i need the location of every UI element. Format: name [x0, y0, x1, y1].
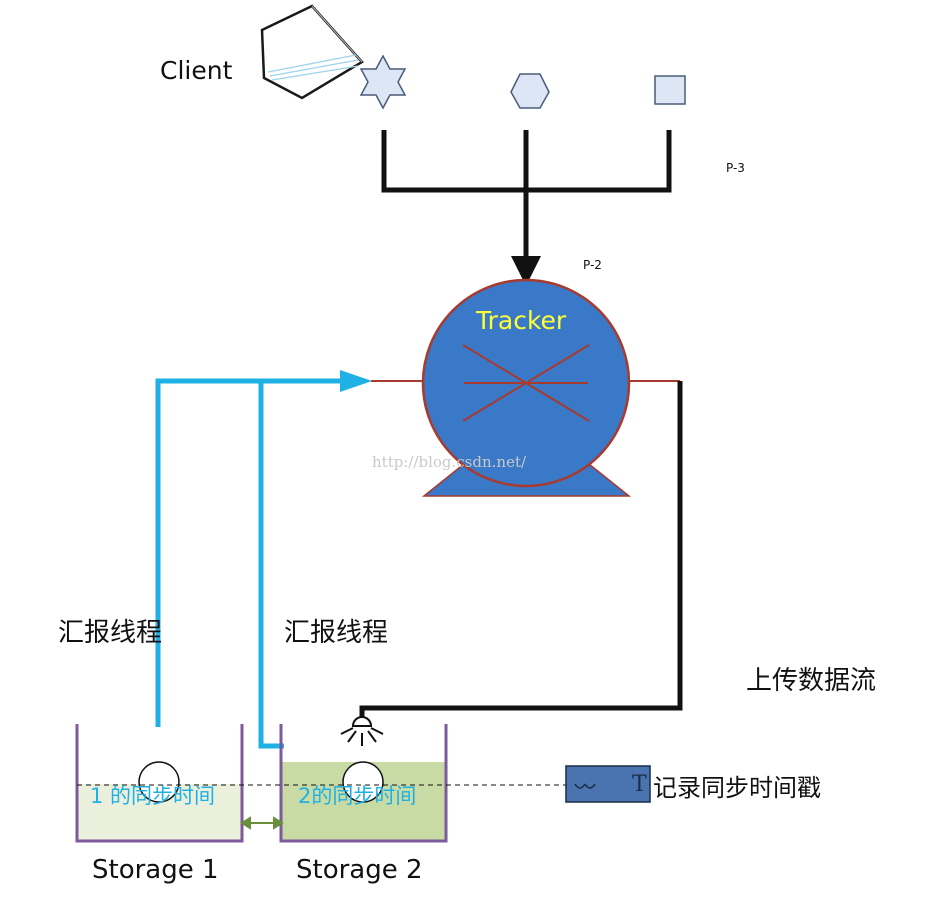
lamp-icon — [340, 716, 384, 746]
tracker-pump — [371, 278, 680, 497]
storage-1-label: Storage 1 — [92, 855, 219, 885]
storage2-container — [279, 724, 448, 843]
square-icon — [654, 75, 686, 105]
client-label: Client — [160, 56, 233, 85]
client-connector — [381, 130, 672, 286]
watermark-text: http://blog.csdn.net/ — [372, 453, 527, 471]
timestamp-box-icon — [565, 765, 651, 803]
timestamp-glyph: T — [632, 772, 647, 797]
storage1-container — [75, 724, 244, 843]
report-thread-lines — [155, 378, 342, 749]
report-thread-1-label: 汇报线程 — [58, 618, 163, 648]
tracker-label: Tracker — [476, 306, 567, 335]
record-timestamp-label: 记录同步时间戳 — [653, 774, 821, 802]
sync-time-2-label: 2的同步时间 — [298, 784, 417, 808]
p3-label: P-3 — [726, 161, 745, 175]
p2-label: P-2 — [583, 258, 602, 272]
storage-sync-arrow — [240, 816, 284, 830]
upload-stream-line — [359, 381, 683, 722]
laptop-icon — [260, 4, 364, 100]
storage2-ball — [342, 761, 384, 803]
upload-stream-label: 上传数据流 — [746, 666, 877, 696]
storage-2-label: Storage 2 — [296, 855, 423, 885]
hexagon-icon — [510, 73, 550, 109]
star-icon — [359, 54, 407, 110]
report-thread-2-label: 汇报线程 — [284, 618, 389, 648]
storage1-ball — [138, 761, 180, 803]
sync-time-1-label: 1 的同步时间 — [90, 784, 216, 808]
report-arrowhead — [340, 370, 372, 392]
